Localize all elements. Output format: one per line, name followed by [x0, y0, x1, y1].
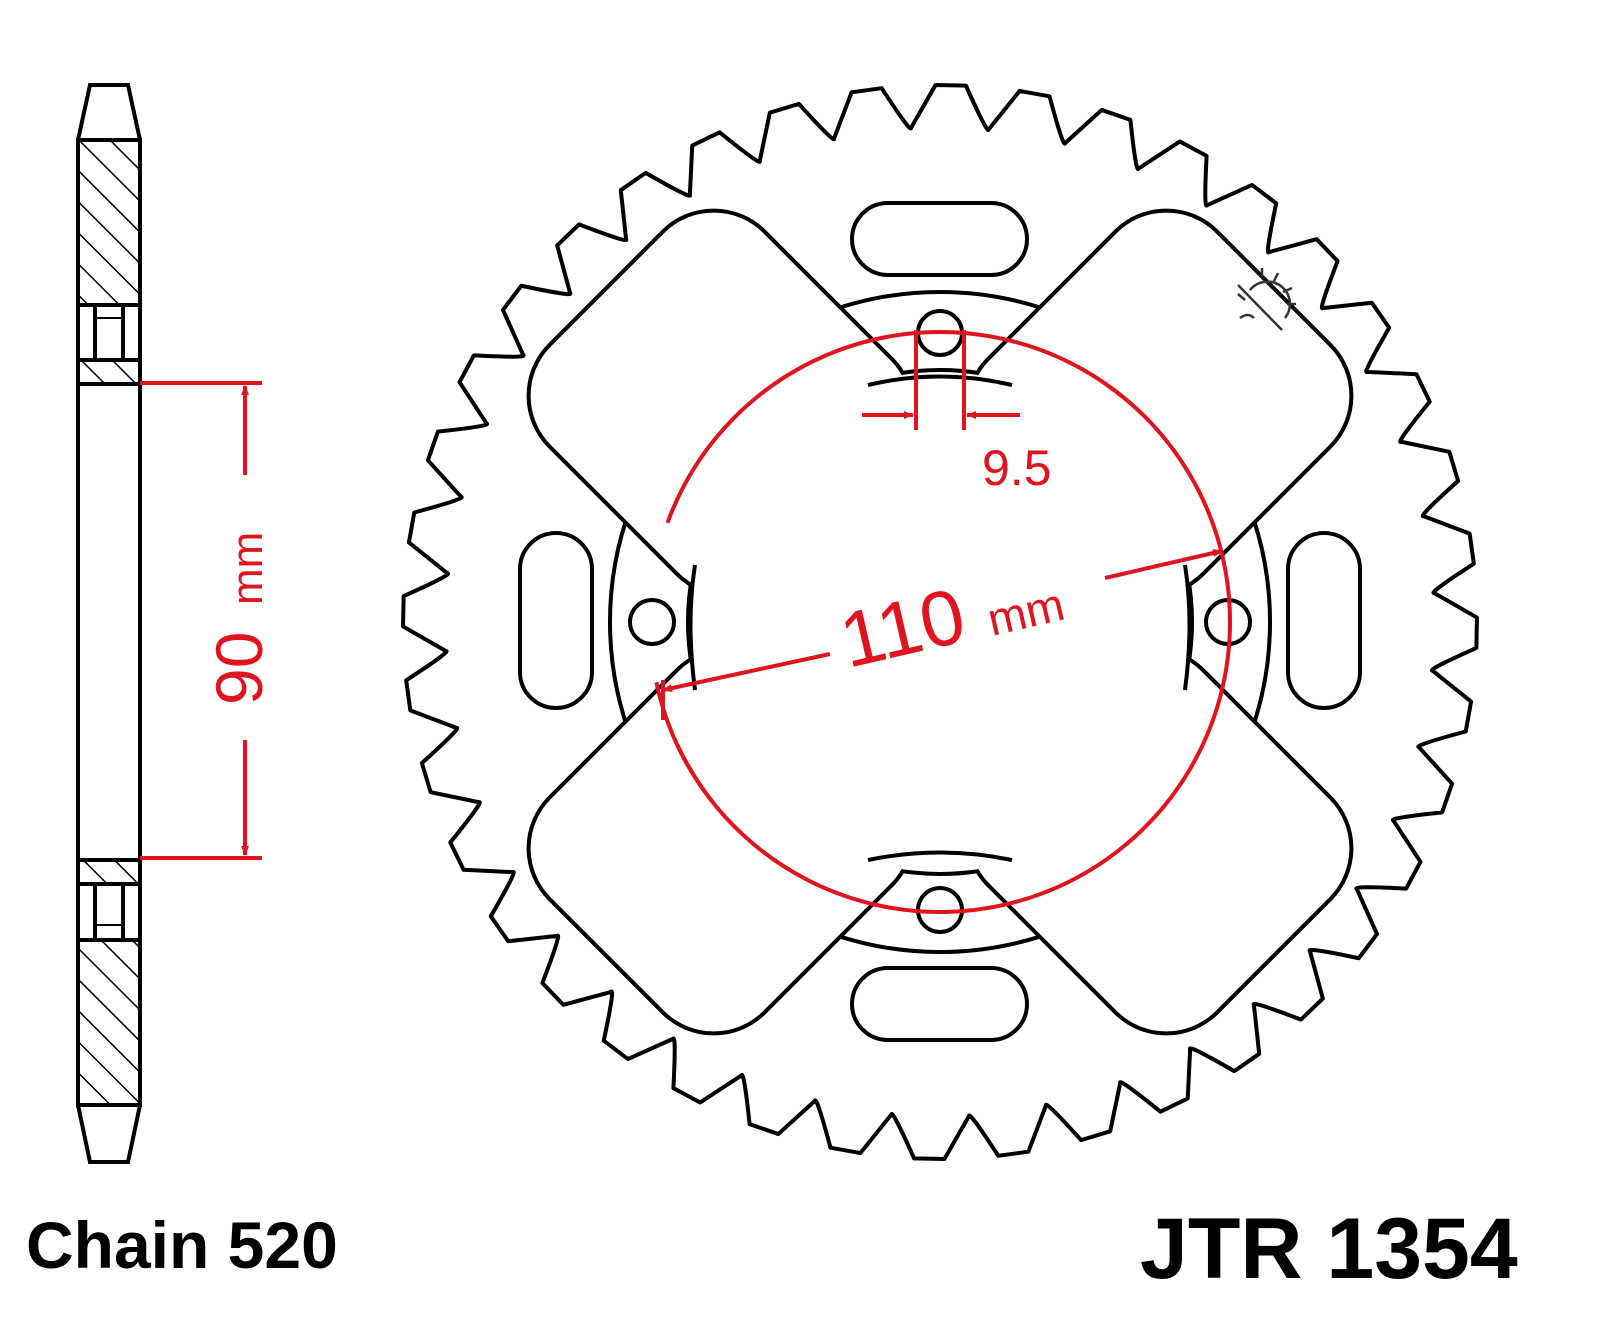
hub-lobe-cutout	[530, 212, 912, 594]
hatch-top	[76, 138, 142, 307]
chain-size-label: Chain 520	[26, 1208, 338, 1282]
hole-diameter-value: 9.5	[982, 440, 1052, 496]
slot-right	[1286, 531, 1362, 710]
part-number-label: JTR 1354	[1140, 1201, 1518, 1297]
manufacturer-logo	[1237, 268, 1296, 331]
slot-left	[518, 531, 594, 710]
hatch-bottom-inner	[76, 858, 142, 886]
hub-lobe-cutout	[530, 650, 912, 1032]
bolt-hole-left	[628, 598, 676, 646]
recess-arcs	[688, 374, 1192, 862]
pcd-dimension	[654, 330, 1232, 914]
center-distance-value: 90	[202, 632, 276, 705]
slot-bottom	[850, 966, 1029, 1042]
hub-lobe-cutout	[968, 650, 1350, 1032]
hole-dimension	[862, 330, 1020, 430]
pcd-circle-arc-lower	[654, 681, 714, 802]
sprocket-face	[401, 83, 1479, 1161]
center-dimension	[140, 381, 262, 860]
lightening-slots	[518, 201, 1362, 1042]
pcd-circle-arc	[665, 330, 1232, 914]
hub-lobe-cutout	[968, 212, 1350, 594]
center-distance-unit: mm	[223, 532, 272, 605]
hatch-bottom	[76, 938, 142, 1107]
side-profile	[76, 83, 142, 1164]
slot-top	[850, 201, 1029, 277]
hatch-top-inner	[76, 358, 142, 386]
